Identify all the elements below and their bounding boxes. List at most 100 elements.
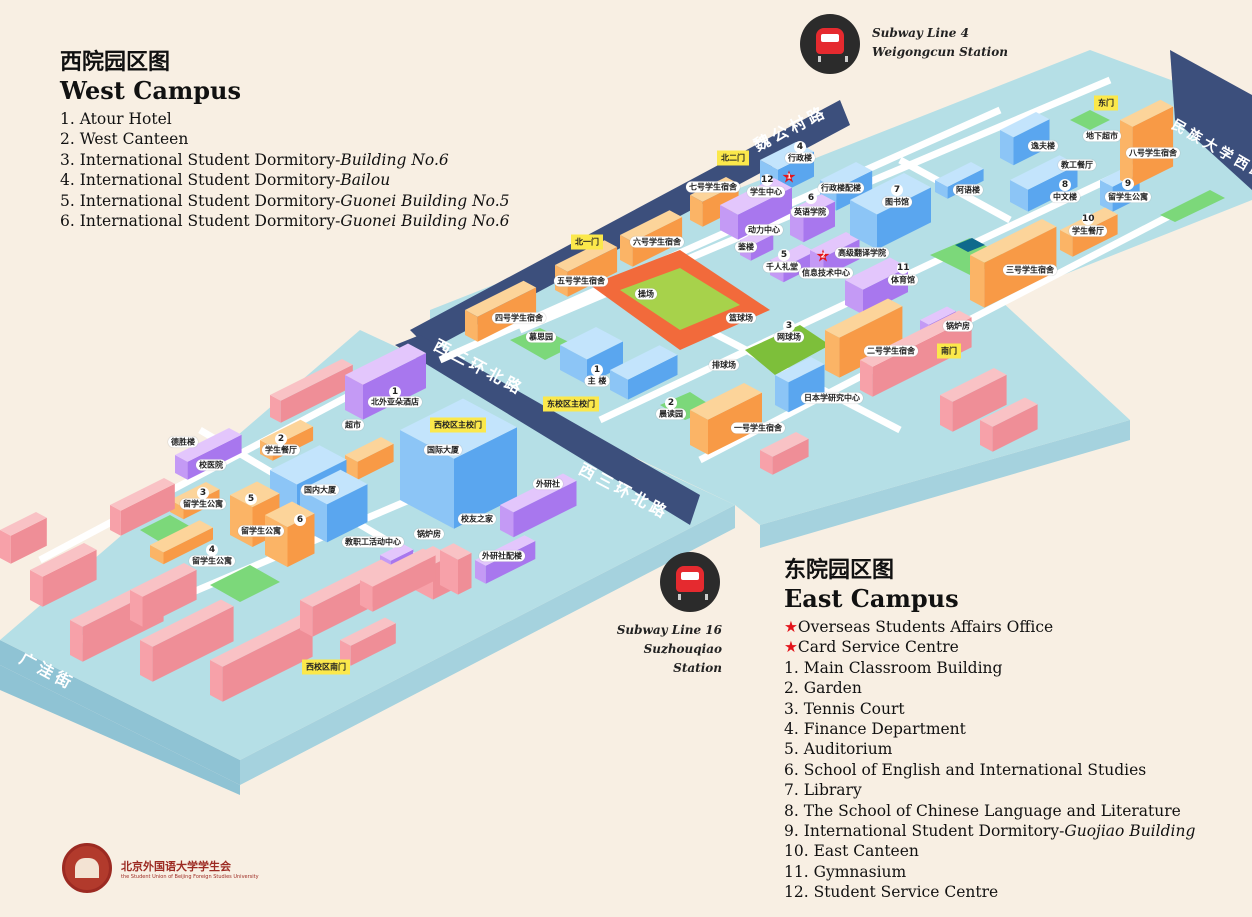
legend-item-building: Guonei Building No.5	[340, 191, 510, 210]
legend-item: 1. Atour Hotel	[60, 109, 510, 129]
star-marker-1: ★1	[781, 167, 797, 188]
building-front	[142, 569, 197, 627]
building-side	[150, 545, 164, 565]
building-side	[175, 455, 188, 480]
green-lawn	[1070, 110, 1110, 130]
building-label: 地下超市	[1083, 130, 1121, 142]
building-label: 留学生公寓	[1105, 191, 1151, 203]
building-side	[940, 395, 953, 432]
legend-item: 5. Auditorium	[784, 739, 1195, 759]
subway-line4-label: Subway Line 4 Weigongcun Station	[872, 24, 1008, 62]
building-label: 阿语楼	[953, 184, 983, 196]
building-side	[345, 455, 358, 480]
building-label: 网球场	[774, 331, 804, 343]
housing	[110, 478, 175, 536]
housing	[360, 548, 436, 612]
building-front	[120, 483, 175, 536]
building-roof	[820, 162, 873, 189]
legend-item: 9. International Student Dormitory-Guoji…	[784, 821, 1195, 841]
building-side	[30, 570, 43, 607]
student-union-logo	[62, 843, 112, 893]
building-side	[860, 360, 873, 397]
building-label: 动力中心	[745, 224, 783, 236]
legend-item-building: Guojiao Building	[1064, 822, 1196, 841]
subway-icon	[800, 14, 860, 74]
building-front	[10, 517, 47, 564]
building-side	[1010, 180, 1028, 212]
building-label: 千人礼堂	[763, 261, 801, 273]
building-label: 一号学生宿舍	[731, 422, 785, 434]
building-side	[465, 310, 478, 342]
japan-center	[775, 357, 825, 413]
building-label: 鉴楼	[735, 241, 757, 253]
building-number: 10	[1082, 213, 1095, 225]
building-side	[210, 660, 223, 702]
gate-south: 南门	[937, 343, 961, 359]
building-roof	[360, 548, 436, 587]
building-roof	[140, 599, 234, 647]
building-side	[970, 255, 985, 308]
dorm-4	[150, 520, 213, 565]
building-front	[454, 427, 517, 529]
legend-item: 3. International Student Dormitory-Build…	[60, 150, 510, 170]
building-label: 锅炉房	[414, 528, 444, 540]
building-roof	[345, 437, 394, 462]
building-front	[42, 549, 97, 607]
subway-icon	[660, 552, 720, 612]
building-roof	[440, 543, 472, 560]
housing-east	[760, 432, 809, 475]
xisanhuan-north-road	[395, 335, 700, 525]
building-roof	[970, 219, 1057, 263]
building-side	[825, 330, 840, 378]
building-roof	[270, 445, 347, 485]
building-front	[788, 364, 825, 413]
building-number: 11	[897, 262, 910, 274]
building-side	[70, 620, 83, 662]
gate-west-campus-main: 西校区主校门	[430, 417, 486, 433]
building-number: 6	[805, 192, 817, 204]
building-label: 外研社	[533, 478, 563, 490]
building-front	[1028, 164, 1078, 212]
housing	[130, 563, 197, 627]
legend-item-text: 3. Tennis Court	[784, 699, 905, 718]
logo-text-en: the Student Union of Beijing Foreign Stu…	[121, 874, 259, 880]
building-label: 逸夫楼	[1028, 140, 1058, 152]
legend-item: 6. International Student Dormitory-Guone…	[60, 211, 510, 231]
building-roof	[150, 520, 213, 553]
building-roof	[940, 368, 1007, 402]
building-front	[280, 364, 353, 423]
building-roof	[175, 428, 242, 462]
building-number: 4	[794, 141, 806, 153]
gate-north1: 北一门	[571, 234, 603, 250]
building-roof	[810, 232, 860, 258]
legend-starred-item: ★Card Service Centre	[784, 638, 959, 657]
legend-item: 7. Library	[784, 780, 1195, 800]
building-roof	[300, 559, 394, 607]
star-marker-2: ★2	[815, 246, 831, 267]
building-roof	[380, 543, 414, 561]
building-roof	[935, 162, 984, 187]
building-label: 慕思园	[526, 331, 556, 343]
building-label: 中文楼	[1050, 191, 1080, 203]
logo-text-cn: 北京外国语大学学生会	[121, 860, 231, 873]
legend-item: 3. Tennis Court	[784, 699, 1195, 719]
building-front	[372, 555, 436, 612]
building-roof	[770, 244, 815, 268]
building-roof	[775, 357, 825, 383]
building-label: 留学生公寓	[189, 555, 235, 567]
building-label: 英语学院	[791, 206, 829, 218]
building-side	[130, 590, 143, 627]
subway-line: Subway Line 4	[872, 26, 969, 40]
building-side	[845, 280, 863, 315]
building-side	[500, 505, 514, 538]
legend-item: 4. International Student Dormitory-Bailo…	[60, 170, 510, 190]
building-number: 7	[891, 184, 903, 196]
pond	[955, 238, 985, 252]
east-platform-side	[760, 420, 1130, 548]
star-number: 1	[786, 172, 792, 181]
building-side	[620, 235, 633, 267]
legend-item: 2. Garden	[784, 678, 1195, 698]
building-label: 北外亚朵酒店	[368, 396, 422, 408]
legend-item-text: 5. International Student Dormitory-	[60, 191, 341, 210]
building-side	[1000, 130, 1014, 166]
